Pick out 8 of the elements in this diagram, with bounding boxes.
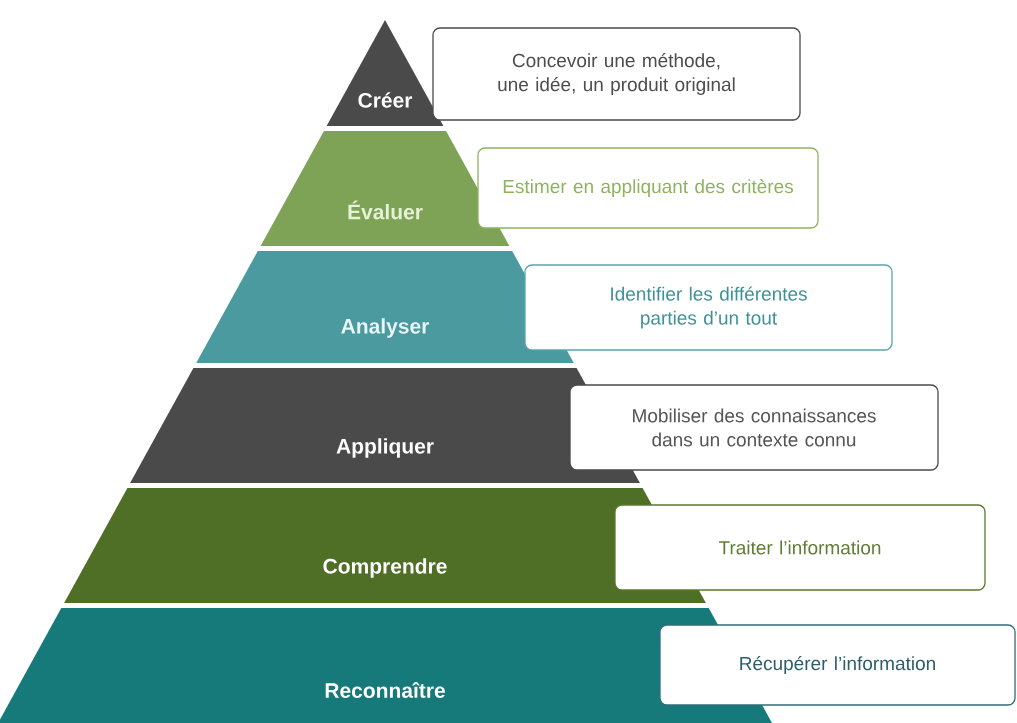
description-box: Estimer en appliquant des critères <box>477 147 819 229</box>
description-box: Mobiliser des connaissances dans un contexte connu <box>569 384 939 471</box>
description-box: Traiter l’information <box>614 504 986 591</box>
pyramid-tier: Créer <box>326 20 444 126</box>
description-box: Concevoir une méthode, une idée, un produit original <box>432 27 801 121</box>
description-box: Récupérer l’information <box>659 624 1016 706</box>
description-box: Identifier les différentes parties d’un tout <box>524 264 893 351</box>
pyramid-tier: Analyser <box>196 251 574 363</box>
